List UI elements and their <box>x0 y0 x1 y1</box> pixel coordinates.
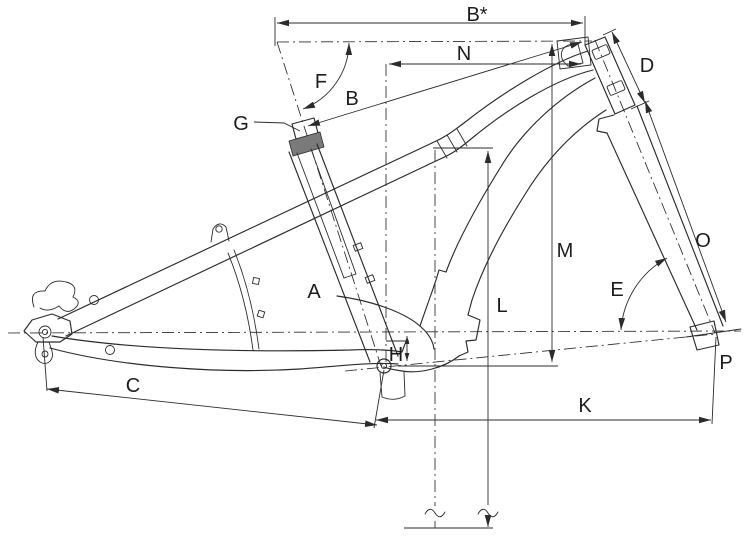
dim-label-n: N <box>457 43 471 65</box>
rear-axle-center <box>41 328 49 336</box>
fender-inner-arc <box>227 252 254 351</box>
dim-c-line <box>46 387 378 427</box>
dim-b-line <box>307 41 583 127</box>
dim-label-b: B <box>345 88 358 110</box>
top-horizontal-reference <box>276 40 593 43</box>
derailleur-hanger <box>34 341 53 364</box>
chainstay-lower-edge <box>49 347 399 372</box>
dim-label-a: A <box>307 281 321 303</box>
chainstay-bolt <box>105 345 115 355</box>
seat-clamp-band <box>288 131 325 157</box>
seat-tube-axis <box>276 41 382 367</box>
dim-b-star: B* <box>274 4 586 46</box>
dim-m: M <box>398 44 574 367</box>
seat-tube-left-edge <box>288 151 371 363</box>
seatstay-mount-tab <box>210 223 230 243</box>
chainstay <box>49 335 406 372</box>
seat-tube-assembly <box>288 117 399 363</box>
bottle-boss-upper <box>352 242 364 252</box>
dim-e-arc <box>618 257 668 331</box>
head-tube <box>584 36 636 115</box>
rear-fender-arc <box>227 249 266 351</box>
dim-label-f: F <box>315 71 327 93</box>
rear-dropout <box>23 280 79 364</box>
standover-centerline-break <box>424 508 446 518</box>
down-tube-motor <box>336 77 607 400</box>
dim-label-d: D <box>640 55 654 77</box>
axle-centerline <box>7 330 742 334</box>
fork-crown-step <box>596 114 615 134</box>
dim-label-c: C <box>126 375 140 397</box>
front-dropout <box>689 320 720 351</box>
fork <box>596 105 742 351</box>
dim-p-line <box>711 336 717 425</box>
dim-k: K <box>376 395 711 424</box>
head-tube-outline <box>584 36 636 115</box>
bottle-boss-lower <box>364 274 376 284</box>
dim-l: L <box>404 147 508 529</box>
downtube-lower-edge <box>467 109 607 316</box>
dim-label-k: K <box>578 395 592 417</box>
dim-e: E <box>610 257 668 331</box>
dim-d-line <box>611 31 646 104</box>
dim-label-o: O <box>695 230 711 252</box>
dim-o-line <box>644 100 727 323</box>
dim-label-b-star: B* <box>466 4 487 26</box>
fender-outer-arc <box>233 249 260 350</box>
dim-d-tick-top <box>602 28 617 36</box>
bb-to-front-axle-line <box>344 333 717 372</box>
dimensions: B* N B F G D A <box>42 4 733 529</box>
seatpost-inner-right <box>310 148 357 275</box>
dim-o: O <box>644 100 727 323</box>
dim-c: C <box>42 336 385 429</box>
dim-label-l: L <box>496 295 507 317</box>
front-axle-tilt-line <box>685 328 742 338</box>
dim-f-arc <box>302 42 353 110</box>
dim-label-m: M <box>557 240 574 262</box>
dim-l-break <box>477 508 499 518</box>
hanger-hole <box>41 350 49 358</box>
dim-d: D <box>602 28 654 110</box>
toptube-lower-edge <box>65 69 594 337</box>
head-tube-port-lower <box>606 80 626 96</box>
dim-p: P <box>711 336 733 425</box>
dim-label-e: E <box>610 279 623 301</box>
seatpost-inner-bottom <box>343 273 357 279</box>
rear-axle-outer <box>38 325 52 339</box>
bottom-bracket-center <box>376 358 392 374</box>
dim-g: G <box>233 113 301 135</box>
dropout-plate <box>23 313 73 343</box>
top-tube-seatstay <box>57 50 594 337</box>
dim-c-ext-left <box>42 336 48 392</box>
seat-cluster-gusset-hatches <box>436 128 468 159</box>
fender-tab-upper <box>252 277 260 285</box>
dim-c-ext-right <box>373 369 385 429</box>
dim-g-leader <box>253 121 301 132</box>
chainstay-upper-edge <box>51 335 406 353</box>
reference-lines <box>7 39 742 528</box>
motor-underside <box>379 371 406 400</box>
seatstay-bolt <box>89 295 99 305</box>
dim-label-h: H <box>389 344 403 366</box>
dim-h: H <box>386 336 410 366</box>
fender-tab-lower <box>256 309 266 319</box>
dim-b: B <box>307 41 583 127</box>
motor-left-edge <box>419 269 447 327</box>
dim-label-g: G <box>233 113 249 135</box>
seatstay-mount-hole <box>215 225 223 233</box>
motor-cover-curve <box>336 295 435 350</box>
frame <box>23 36 742 400</box>
dim-label-p: P <box>719 352 732 374</box>
seatpost-inner-left <box>296 152 345 279</box>
dim-f: F <box>302 42 353 110</box>
head-tube-port-upper <box>591 44 611 60</box>
brake-mount-bracket <box>31 280 79 312</box>
